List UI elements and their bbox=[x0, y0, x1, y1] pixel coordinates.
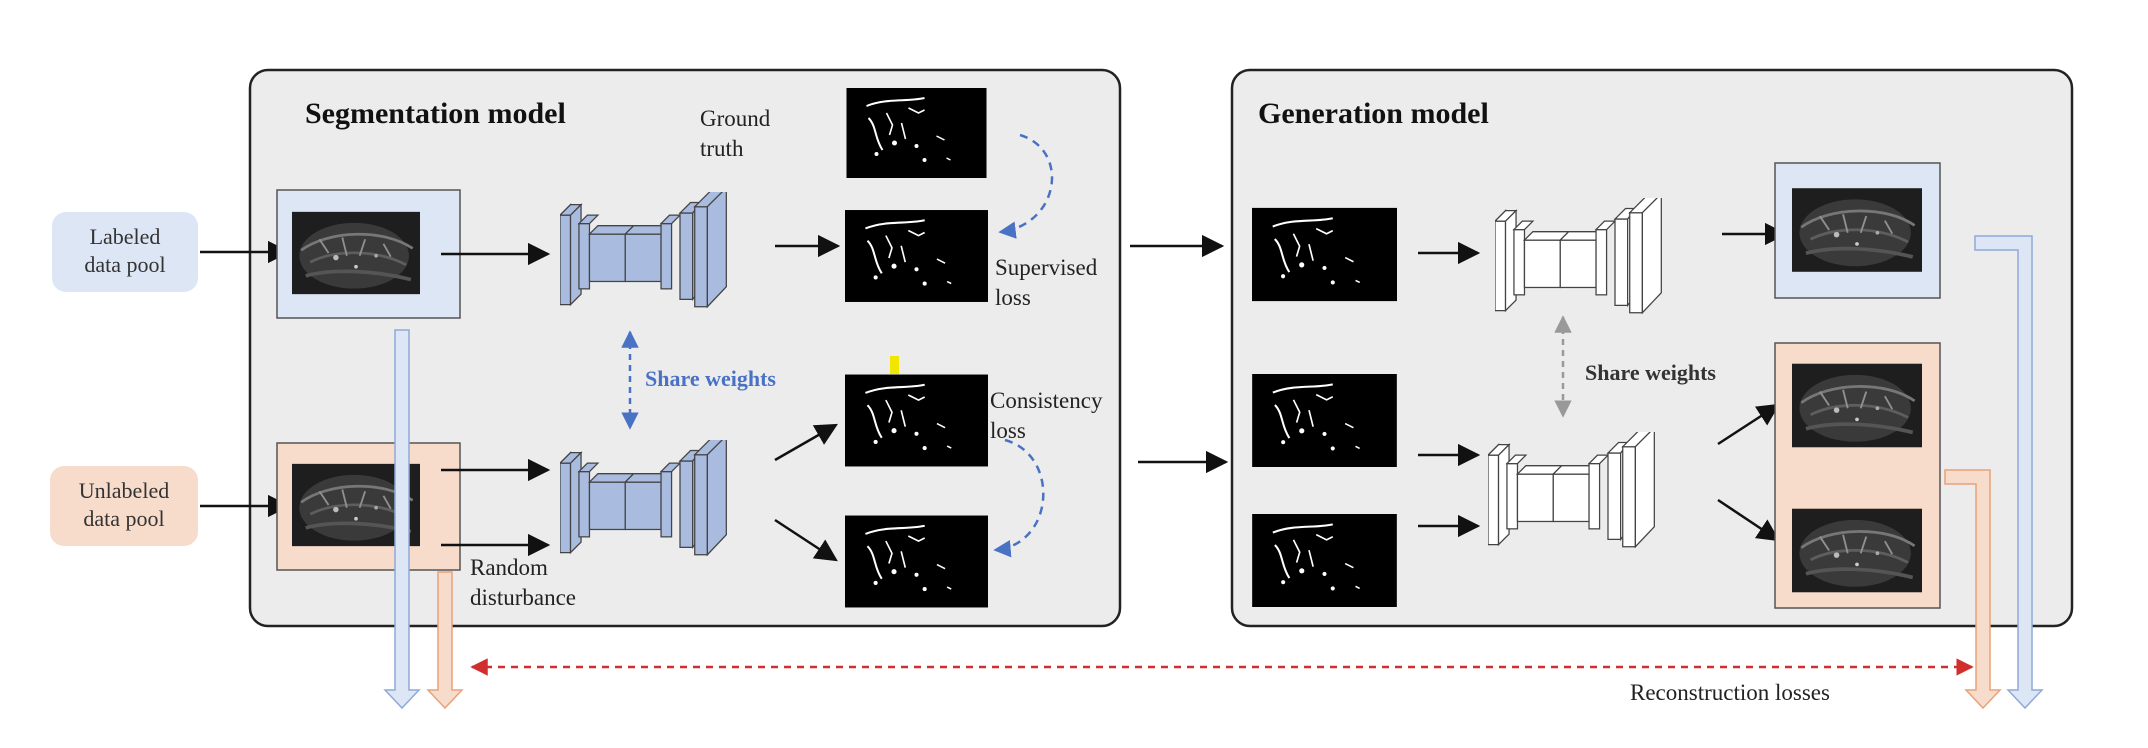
share-weights-gen-label: Share weights bbox=[1585, 360, 1716, 385]
gen-input-mask-bottom bbox=[1252, 514, 1397, 607]
labeled-pool-line1: Labeled bbox=[90, 224, 161, 249]
segmentation-panel bbox=[248, 68, 1122, 628]
random-disturbance-line2: disturbance bbox=[470, 585, 576, 610]
gen-input-mask-top bbox=[1252, 207, 1397, 302]
segmentation-title: Segmentation model bbox=[305, 97, 566, 130]
generation-title: Generation model bbox=[1258, 97, 1489, 130]
unlabeled-pool-box bbox=[50, 466, 198, 546]
share-weights-seg-label: Share weights bbox=[645, 366, 776, 391]
random-disturbance-line1: Random bbox=[470, 555, 548, 580]
unlabeled-prediction-image bbox=[845, 373, 988, 468]
ground-truth-image bbox=[845, 88, 988, 178]
supervised-loss-line1: Supervised bbox=[995, 255, 1098, 280]
consistency-loss-line1: Consistency bbox=[990, 388, 1103, 413]
gen-input-mask-middle bbox=[1252, 374, 1397, 467]
reconstruction-losses-label: Reconstruction losses bbox=[1630, 680, 1830, 705]
gen-labeled-output-image bbox=[1792, 188, 1922, 272]
ground-truth-line1: Ground bbox=[700, 106, 771, 131]
labeled-pool-line2: data pool bbox=[84, 252, 165, 277]
consistency-loss-line2: loss bbox=[990, 418, 1026, 443]
disturbed-prediction-image bbox=[845, 515, 988, 608]
labeled-input-image bbox=[292, 210, 420, 296]
gen-unlabeled-output-image-1 bbox=[1792, 364, 1922, 448]
labeled-pool-box bbox=[52, 212, 198, 292]
labeled-prediction-image bbox=[845, 210, 988, 302]
supervised-loss-line2: loss bbox=[995, 285, 1031, 310]
unlabeled-pool-line2: data pool bbox=[83, 506, 164, 531]
ground-truth-line2: truth bbox=[700, 136, 744, 161]
unlabeled-pool-line1: Unlabeled bbox=[79, 478, 169, 503]
gen-unlabeled-output-image-2 bbox=[1792, 509, 1922, 593]
